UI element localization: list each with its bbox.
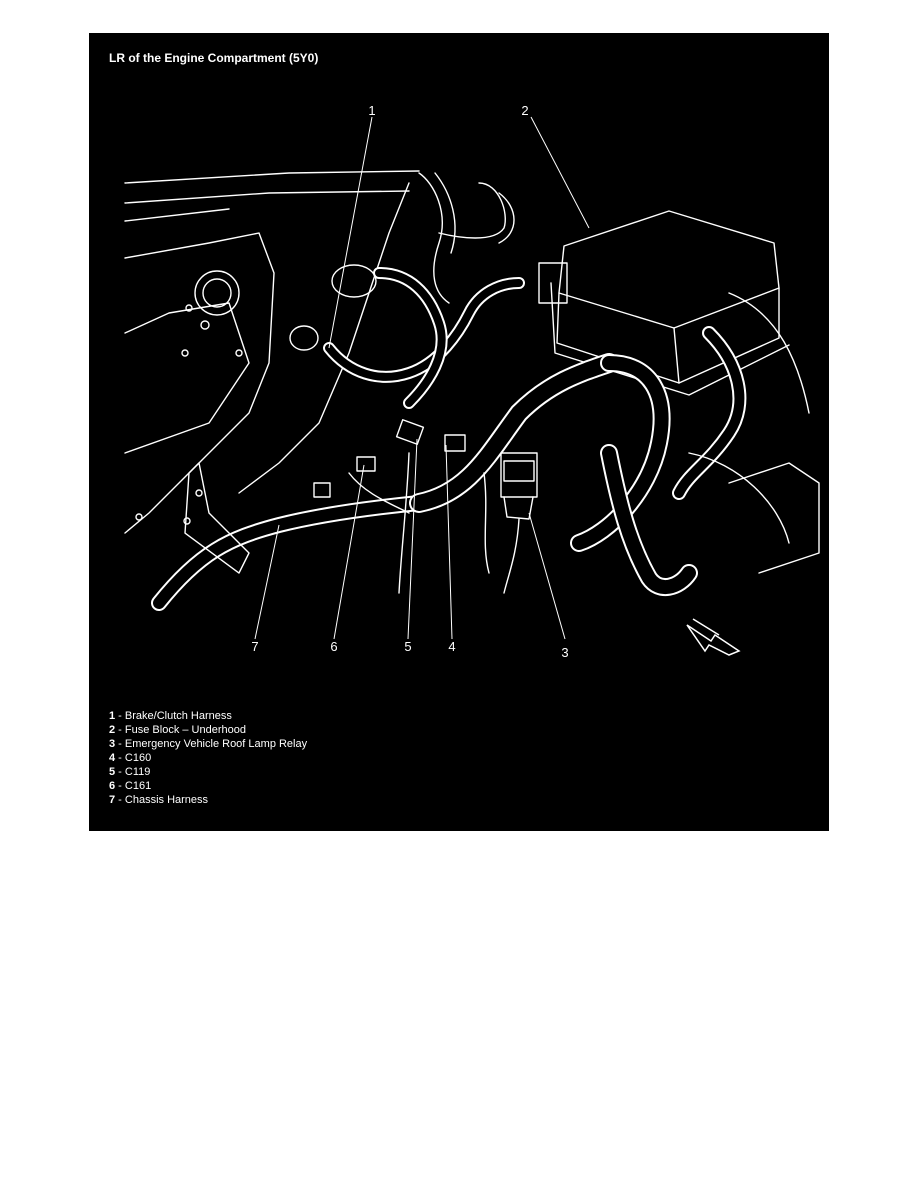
- callout-2: 2: [521, 103, 528, 118]
- leader-2: [530, 116, 590, 229]
- wire-1: [348, 472, 410, 514]
- legend-item: 1 - Brake/Clutch Harness: [109, 710, 232, 722]
- leader-7: [254, 524, 280, 640]
- pipe: [438, 182, 506, 239]
- brace-2: [434, 172, 456, 254]
- fuse-block-edge: [673, 327, 680, 384]
- grommet: [331, 264, 377, 298]
- fuse-block-mount: [538, 262, 568, 304]
- connector-c161: [356, 456, 376, 472]
- grommet-2: [289, 325, 319, 351]
- callout-6: 6: [330, 639, 337, 654]
- left-bracket: [184, 462, 250, 574]
- legend-item: 5 - C119: [109, 766, 151, 778]
- harness-right-inner: [572, 356, 669, 550]
- direction-arrow-icon: [686, 618, 741, 656]
- left-panel: [124, 232, 275, 534]
- leader-3: [528, 512, 566, 640]
- connector-misc: [313, 482, 331, 498]
- connector-c119: [395, 419, 425, 445]
- wire-4: [503, 518, 520, 594]
- callout-7: 7: [251, 639, 258, 654]
- wire-6: [728, 292, 810, 414]
- leader-5: [407, 438, 418, 640]
- cowl-line-2: [124, 190, 410, 204]
- wire-5: [688, 452, 790, 544]
- panel-bolt-4: [200, 320, 210, 330]
- leader-6: [333, 464, 365, 640]
- callout-1: 1: [368, 103, 375, 118]
- harness-down-inner: [602, 446, 696, 594]
- relay-connector: [503, 496, 534, 520]
- panel-hole-1: [194, 270, 240, 316]
- legend-item: 2 - Fuse Block – Underhood: [109, 724, 246, 736]
- fuse-block-top: [558, 210, 780, 329]
- callout-3: 3: [561, 645, 568, 660]
- harness-upper-inner: [375, 269, 446, 407]
- callout-5: 5: [404, 639, 411, 654]
- harness-fuseblock-inner: [674, 328, 745, 498]
- brace: [418, 172, 450, 304]
- legend-item: 7 - Chassis Harness: [109, 794, 209, 806]
- panel-bolt-3: [235, 349, 243, 357]
- callout-4: 4: [448, 639, 455, 654]
- legend-item: 3 - Emergency Vehicle Roof Lamp Relay: [109, 738, 308, 750]
- legend-item: 6 - C161: [109, 780, 152, 792]
- harness-upper: [373, 267, 448, 409]
- figure-title: LR of the Engine Compartment (5Y0): [109, 51, 319, 65]
- cowl-line-3: [124, 208, 230, 222]
- firewall-bracket: [238, 182, 410, 494]
- bolt-b: [183, 517, 191, 525]
- connector-c160: [444, 434, 466, 452]
- relay-body: [500, 452, 538, 498]
- cowl-line-top: [124, 170, 420, 184]
- harness-main-inner: [411, 355, 617, 511]
- bolt-c: [135, 513, 143, 521]
- legend-item: 4 - C160: [109, 752, 152, 764]
- panel-bolt-2: [181, 349, 189, 357]
- figure-panel: LR of the Engine Compartment (5Y0): [89, 33, 829, 831]
- lower-bracket: [728, 462, 820, 574]
- leader-1: [328, 116, 373, 349]
- panel-hole-2: [202, 278, 232, 308]
- left-panel-inner: [124, 302, 250, 454]
- wire-2: [398, 452, 410, 594]
- bolt-a: [195, 489, 203, 497]
- legend-list: 1 - Brake/Clutch Harness 2 - Fuse Block …: [109, 709, 307, 807]
- wire-3: [483, 472, 490, 574]
- engine-compartment-illustration: 1 2 7 6 5 4 3: [124, 103, 820, 660]
- leader-4: [445, 444, 453, 640]
- relay-front: [503, 460, 535, 482]
- pipe-2: [498, 192, 515, 244]
- panel-bolt-1: [185, 304, 193, 312]
